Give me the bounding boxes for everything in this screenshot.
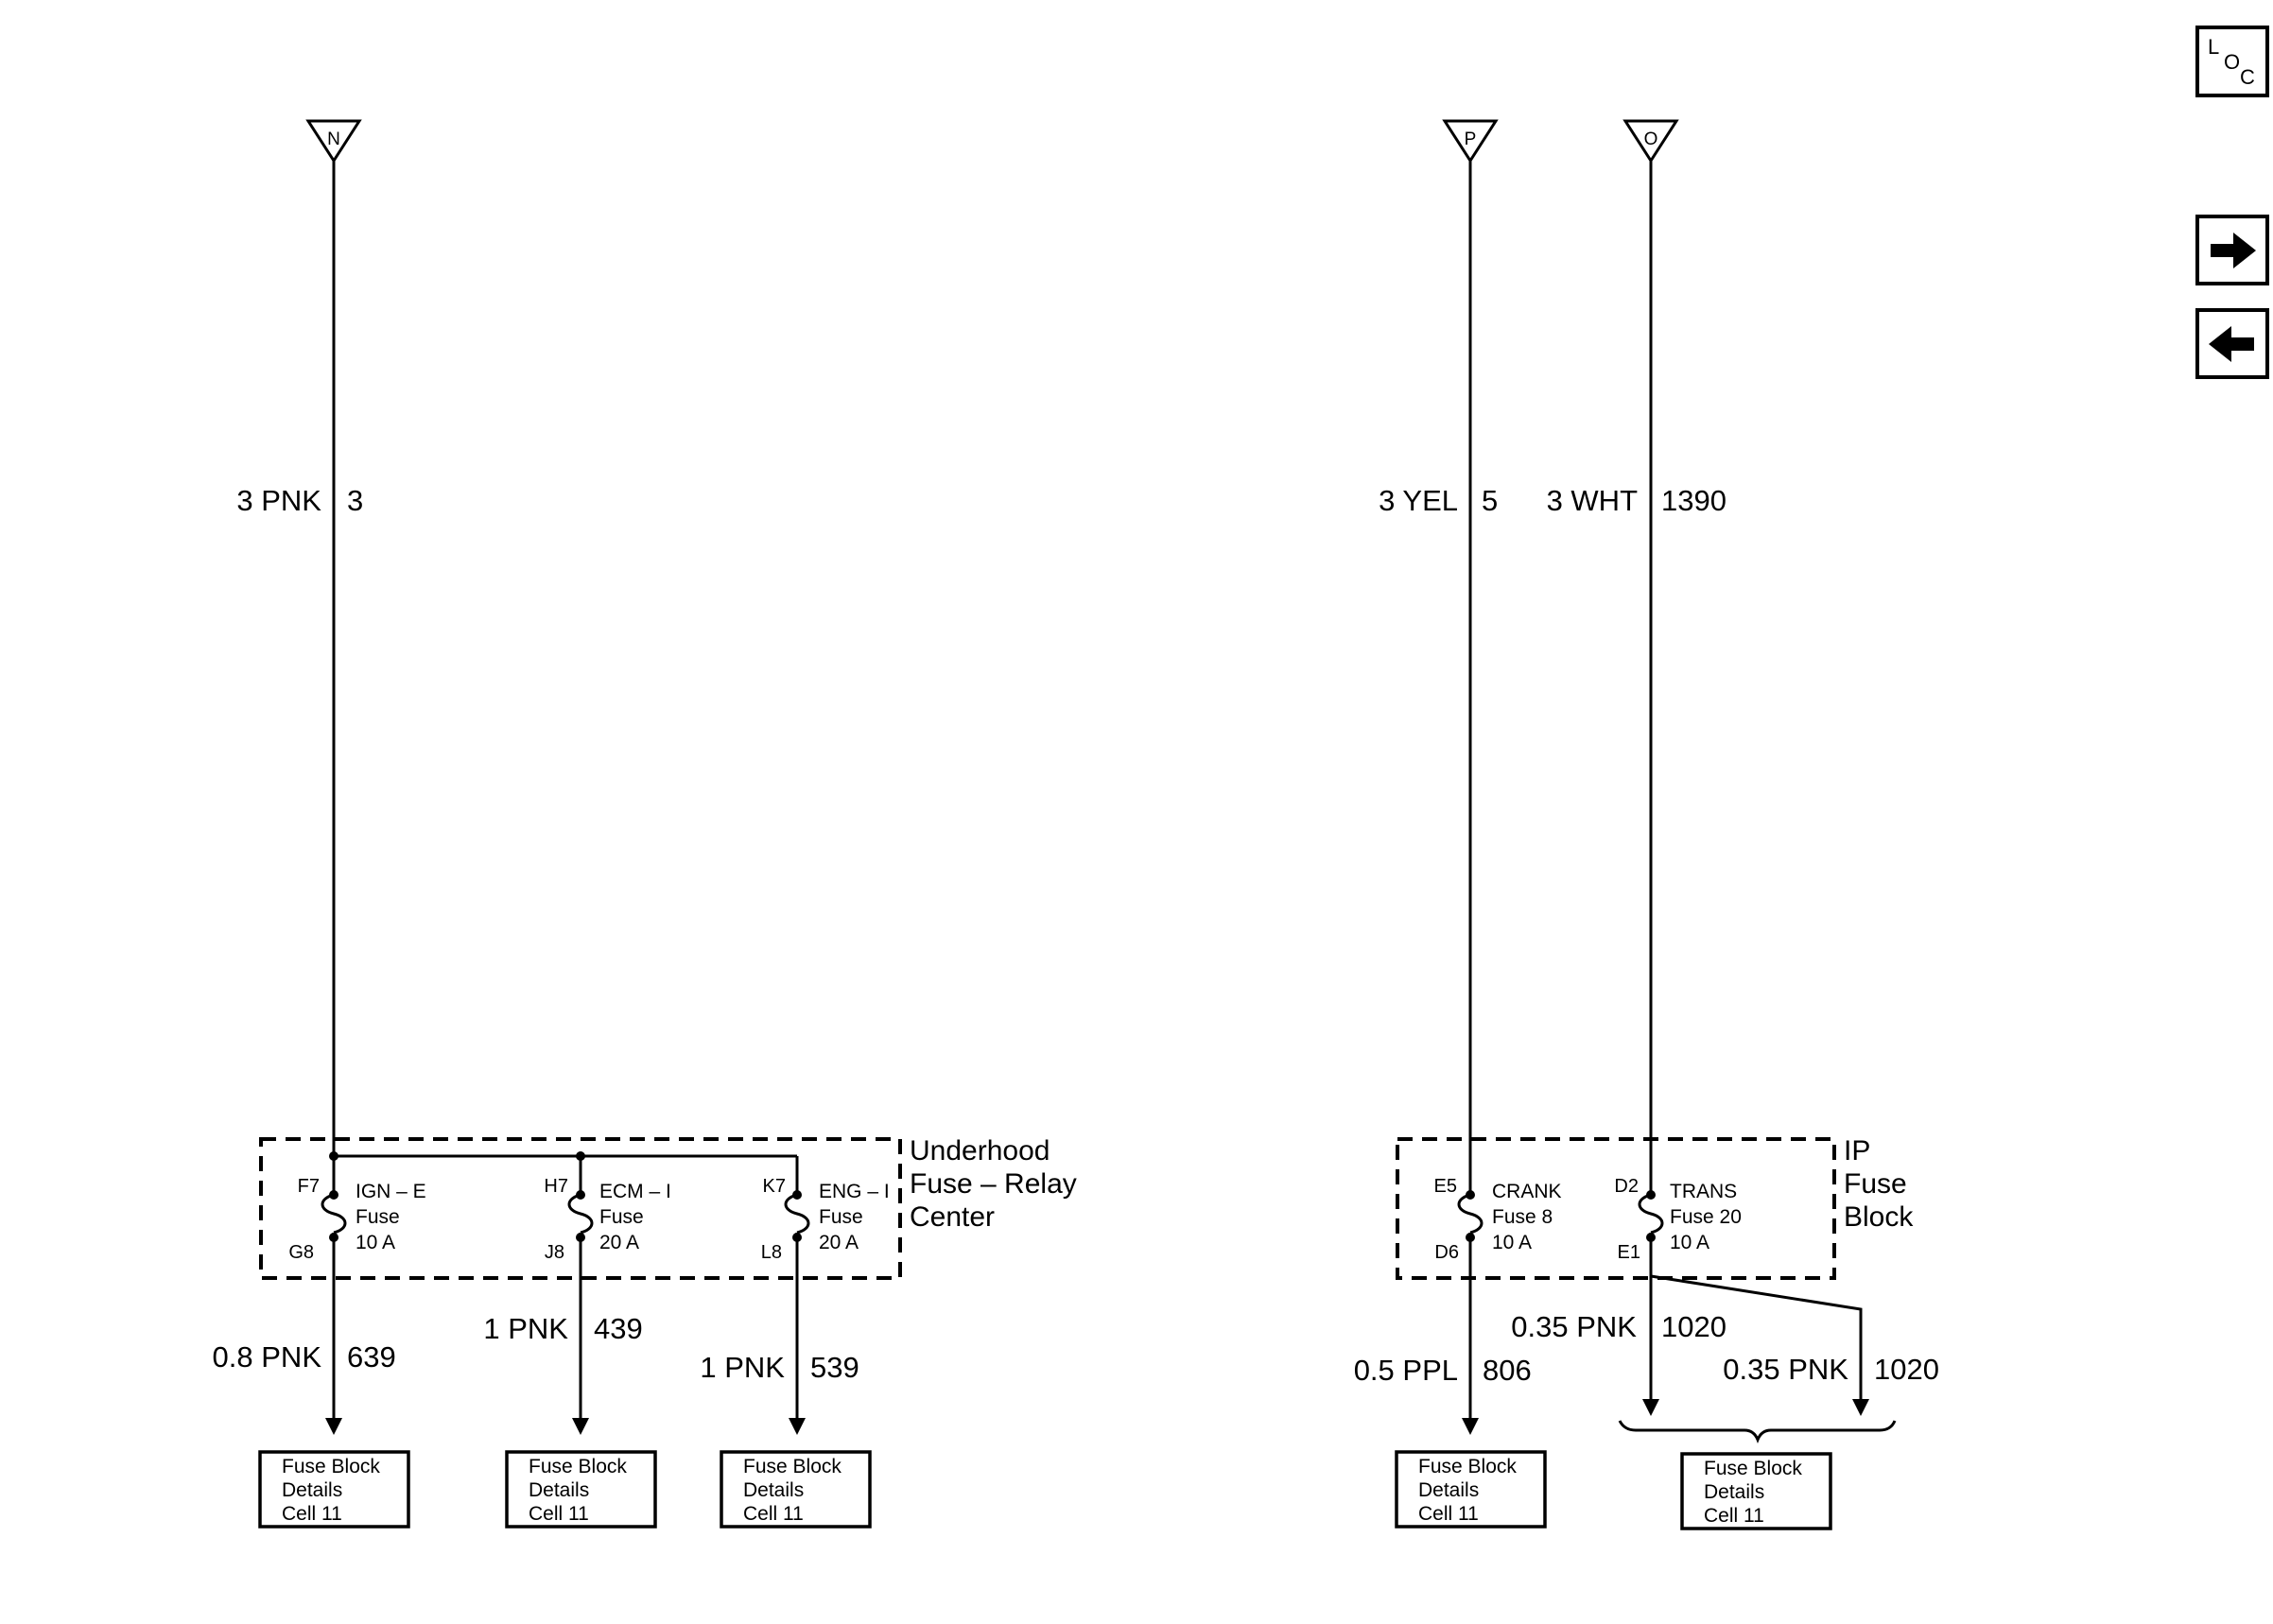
pin-g8: G8 xyxy=(288,1242,314,1263)
fuse-eng-i: K7 L8 ENG – I Fuse 20 A xyxy=(761,1156,890,1435)
wire-o-circuit: 1390 xyxy=(1661,484,1726,517)
ref-box-line2: Details xyxy=(743,1479,804,1501)
fuse-rating: 20 A xyxy=(599,1232,639,1253)
wire-n-label: 3 PNK xyxy=(236,484,321,517)
wire-o-label: 3 WHT xyxy=(1547,484,1639,517)
wire-j8-label: 1 PNK xyxy=(483,1312,568,1345)
fuse-rating: 10 A xyxy=(1492,1232,1532,1253)
loc-letter-c: C xyxy=(2240,65,2255,89)
arrow-right-icon xyxy=(2211,233,2256,268)
fuse-name: IGN – E xyxy=(356,1181,426,1202)
fuse-ign-e: F7 G8 IGN – E Fuse 10 A xyxy=(288,1156,426,1435)
pin-h7: H7 xyxy=(544,1176,568,1197)
pin-e1: E1 xyxy=(1618,1242,1640,1263)
ref-box-fuse-block-details[interactable]: Fuse Block Details Cell 11 xyxy=(505,1450,657,1529)
wire-l8-circuit: 539 xyxy=(810,1351,859,1384)
ref-box-line1: Fuse Block xyxy=(529,1456,627,1477)
ref-box-line1: Fuse Block xyxy=(282,1456,380,1477)
fuse-ecm-i: H7 J8 ECM – I Fuse 20 A xyxy=(544,1156,671,1435)
fuse-name: ECM – I xyxy=(599,1181,671,1202)
wire-l8-label: 1 PNK xyxy=(700,1351,785,1384)
pin-f7: F7 xyxy=(298,1176,320,1197)
fuse-name: TRANS xyxy=(1670,1181,1737,1202)
ref-box-line3: Cell 11 xyxy=(529,1503,589,1525)
fuse-type: Fuse xyxy=(356,1206,400,1228)
ref-box-line1: Fuse Block xyxy=(1704,1458,1802,1479)
underhood-fuse-relay-center-box xyxy=(259,1137,902,1280)
pin-l8: L8 xyxy=(761,1242,782,1263)
pin-d2: D2 xyxy=(1614,1176,1639,1197)
connector-o-label: O xyxy=(1644,130,1658,149)
arrow-left-icon xyxy=(2209,326,2254,362)
underhood-name-line2: Fuse – Relay xyxy=(910,1168,1077,1200)
fuse-type: Fuse 20 xyxy=(1670,1206,1742,1228)
pin-j8: J8 xyxy=(545,1242,564,1263)
fuse-name: CRANK xyxy=(1492,1181,1562,1202)
wire-n-circuit: 3 xyxy=(347,484,363,517)
wire-p-circuit: 5 xyxy=(1482,484,1498,517)
fuse-rating: 10 A xyxy=(356,1232,395,1253)
connector-p-label: P xyxy=(1465,130,1477,149)
ref-box-fuse-block-details[interactable]: Fuse Block Details Cell 11 xyxy=(258,1450,410,1529)
pin-d6: D6 xyxy=(1434,1242,1459,1263)
loc-letter-o: O xyxy=(2224,50,2240,74)
connector-n-label: N xyxy=(327,130,340,149)
ref-box-line3: Cell 11 xyxy=(1704,1505,1764,1527)
ref-box-fuse-block-details[interactable]: Fuse Block Details Cell 11 xyxy=(1395,1450,1547,1529)
ref-box-line2: Details xyxy=(529,1479,589,1501)
ref-box-line1: Fuse Block xyxy=(1418,1456,1517,1477)
wire-p-label: 3 YEL xyxy=(1379,484,1458,517)
ip-name-line2: Fuse xyxy=(1844,1168,1907,1200)
ip-name-line1: IP xyxy=(1844,1135,1870,1166)
connector-p: P xyxy=(1442,119,1499,164)
wire-e1b-label: 0.35 PNK xyxy=(1723,1353,1848,1386)
ref-box-fuse-block-details[interactable]: Fuse Block Details Cell 11 xyxy=(720,1450,872,1529)
group-brace xyxy=(1618,1420,1897,1444)
wire-d6-circuit: 806 xyxy=(1483,1354,1532,1387)
wire-g8-circuit: 639 xyxy=(347,1340,396,1373)
pin-k7: K7 xyxy=(763,1176,786,1197)
ref-box-line2: Details xyxy=(282,1479,342,1501)
wire-d6-label: 0.5 PPL xyxy=(1354,1354,1458,1387)
previous-page-button[interactable] xyxy=(2195,308,2269,379)
connector-o: O xyxy=(1622,119,1679,164)
ref-box-line1: Fuse Block xyxy=(743,1456,842,1477)
wire-g8-label: 0.8 PNK xyxy=(213,1340,322,1373)
loc-letter-l: L xyxy=(2208,35,2219,59)
fuse-crank: E5 D6 CRANK Fuse 8 10 A xyxy=(1434,1176,1562,1435)
fuse-type: Fuse 8 xyxy=(1492,1206,1553,1228)
underhood-name-line3: Center xyxy=(910,1201,995,1233)
ref-box-line2: Details xyxy=(1418,1479,1479,1501)
wire-j8-circuit: 439 xyxy=(594,1312,643,1345)
ref-box-line3: Cell 11 xyxy=(1418,1503,1479,1525)
wire-e1b-circuit: 1020 xyxy=(1874,1353,1939,1386)
connector-n: N xyxy=(305,119,362,164)
wire-e1a-circuit: 1020 xyxy=(1661,1310,1726,1343)
fuse-type: Fuse xyxy=(599,1206,644,1228)
fuse-name: ENG – I xyxy=(819,1181,890,1202)
ip-name-line3: Block xyxy=(1844,1201,1914,1233)
fuse-rating: 10 A xyxy=(1670,1232,1709,1253)
underhood-name-line1: Underhood xyxy=(910,1135,1050,1166)
loc-button[interactable]: L O C xyxy=(2195,26,2269,97)
pin-e5: E5 xyxy=(1434,1176,1457,1197)
ref-box-line3: Cell 11 xyxy=(282,1503,342,1525)
wire-e1a-label: 0.35 PNK xyxy=(1511,1310,1637,1343)
ip-fuse-block-box xyxy=(1396,1137,1836,1280)
fuse-rating: 20 A xyxy=(819,1232,859,1253)
next-page-button[interactable] xyxy=(2195,215,2269,285)
ref-box-line2: Details xyxy=(1704,1481,1764,1503)
fuse-type: Fuse xyxy=(819,1206,863,1228)
ref-box-line3: Cell 11 xyxy=(743,1503,804,1525)
fuse-trans: D2 E1 TRANS Fuse 20 10 A xyxy=(1614,1176,1869,1416)
ref-box-fuse-block-details[interactable]: Fuse Block Details Cell 11 xyxy=(1680,1452,1832,1530)
